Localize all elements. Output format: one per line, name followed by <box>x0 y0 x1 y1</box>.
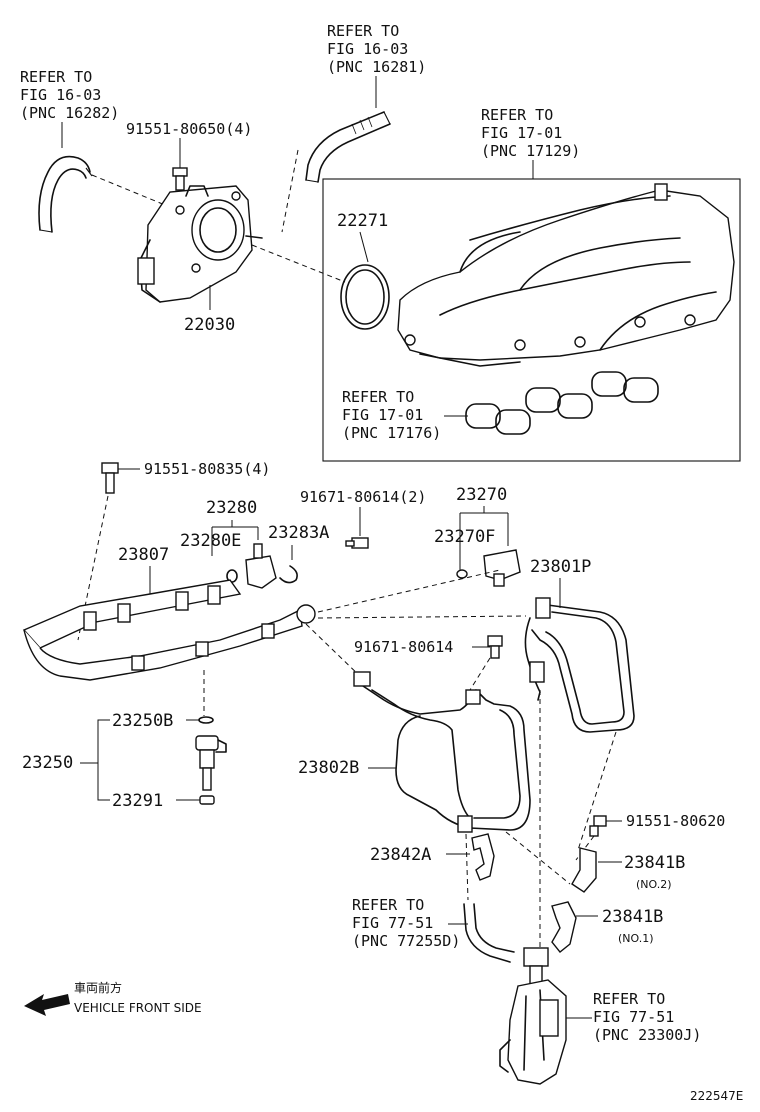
seal-23291 <box>199 795 215 805</box>
label-23807: 23807 <box>118 545 169 565</box>
label-23250: 23250 <box>22 753 73 773</box>
label-23280E: 23280E <box>180 531 241 551</box>
front-side-japanese: 車両前方 <box>74 980 122 995</box>
label-23291: 23291 <box>112 791 163 811</box>
svg-text:REFER TO: REFER TO <box>342 388 414 406</box>
hose-16281 <box>305 111 391 183</box>
intake-manifold-box <box>322 178 741 462</box>
label-23270: 23270 <box>456 485 507 505</box>
fuel-rail-23807 <box>22 579 316 681</box>
refer-fig-77-51-pnc-77255D: REFER TO FIG 77-51 (PNC 77255D) <box>352 896 460 950</box>
vehicle-front-side-indicator: 車両前方 VEHICLE FRONT SIDE <box>24 980 202 1016</box>
clamp-23841B-no1 <box>551 901 577 953</box>
svg-text:FIG 16-03: FIG 16-03 <box>327 40 408 58</box>
svg-text:FIG 17-01: FIG 17-01 <box>342 406 423 424</box>
svg-text:(PNC 17176): (PNC 17176) <box>342 424 441 442</box>
label-91551-80620: 91551-80620 <box>626 812 725 830</box>
front-side-english: VEHICLE FRONT SIDE <box>74 1001 202 1015</box>
clip-23283A <box>279 565 298 584</box>
hose-16282 <box>38 155 93 233</box>
hose-77255D <box>463 903 515 963</box>
clamp-23841B-no2 <box>571 847 597 893</box>
o-ring-23250B <box>198 716 214 724</box>
clamp-23842A <box>471 833 495 881</box>
label-22271: 22271 <box>337 211 388 231</box>
svg-text:FIG 77-51: FIG 77-51 <box>352 914 433 932</box>
label-22030: 22030 <box>184 315 235 335</box>
svg-text:(PNC 16281): (PNC 16281) <box>327 58 426 76</box>
front-arrow-icon <box>24 994 70 1016</box>
refer-fig-17-01-pnc-17176: REFER TO FIG 17-01 (PNC 17176) <box>342 388 441 442</box>
svg-text:(PNC 17129): (PNC 17129) <box>481 142 580 160</box>
label-23841B-no1: 23841B <box>602 907 663 927</box>
refer-fig-77-51-pnc-23300J: REFER TO FIG 77-51 (PNC 23300J) <box>593 990 701 1044</box>
label-23250B: 23250B <box>112 711 173 731</box>
label-no2: (NO.2) <box>636 878 672 891</box>
label-23841B-no2: 23841B <box>624 853 685 873</box>
injector-23250 <box>195 735 227 791</box>
svg-text:REFER TO: REFER TO <box>593 990 665 1008</box>
svg-text:(PNC 77255D): (PNC 77255D) <box>352 932 460 950</box>
svg-text:REFER TO: REFER TO <box>327 22 399 40</box>
bolt-91551-80620 <box>589 815 607 837</box>
fuel-tube-23801P <box>524 597 635 733</box>
svg-text:FIG 16-03: FIG 16-03 <box>20 86 101 104</box>
bolt-91551-80650 <box>172 167 188 191</box>
label-91551-80835: 91551-80835(4) <box>144 460 270 478</box>
intake-manifold <box>397 183 735 367</box>
svg-text:REFER TO: REFER TO <box>352 896 424 914</box>
bolt-91671-80614 <box>487 635 503 659</box>
pulsation-damper-23270 <box>456 549 521 587</box>
svg-text:FIG 17-01: FIG 17-01 <box>481 124 562 142</box>
fuel-pump-23300J <box>499 947 567 1085</box>
label-91671-80614-2: 91671-80614(2) <box>300 488 426 506</box>
label-23280: 23280 <box>206 498 257 518</box>
svg-text:REFER TO: REFER TO <box>481 106 553 124</box>
bolt-91551-80835 <box>101 462 119 494</box>
svg-text:(PNC 16282): (PNC 16282) <box>20 104 119 122</box>
label-91551-80650: 91551-80650(4) <box>126 120 252 138</box>
bolt-91671-80614-2 <box>345 537 369 549</box>
label-91671-80614: 91671-80614 <box>354 638 453 656</box>
svg-text:REFER TO: REFER TO <box>20 68 92 86</box>
fuel-pressure-sensor-23280 <box>226 543 277 589</box>
label-23283A: 23283A <box>268 523 329 543</box>
fuel-tube-23802B <box>353 671 531 833</box>
label-23802B: 23802B <box>298 758 359 778</box>
label-23270F: 23270F <box>434 527 495 547</box>
svg-text:FIG 77-51: FIG 77-51 <box>593 1008 674 1026</box>
refer-fig-17-01-pnc-17129: REFER TO FIG 17-01 (PNC 17129) <box>481 106 580 160</box>
throttle-body-22030 <box>137 185 263 303</box>
refer-fig-16-03-pnc-16281: REFER TO FIG 16-03 (PNC 16281) <box>327 22 426 76</box>
gasket-22271 <box>340 264 390 330</box>
label-no1: (NO.1) <box>618 932 654 945</box>
refer-fig-16-03-pnc-16282: REFER TO FIG 16-03 (PNC 16282) <box>20 68 119 122</box>
label-23842A: 23842A <box>370 845 431 865</box>
diagram-id: 222547E <box>690 1089 743 1103</box>
manifold-gaskets-17176 <box>465 371 659 435</box>
label-23801P: 23801P <box>530 557 591 577</box>
svg-text:(PNC 23300J): (PNC 23300J) <box>593 1026 701 1044</box>
